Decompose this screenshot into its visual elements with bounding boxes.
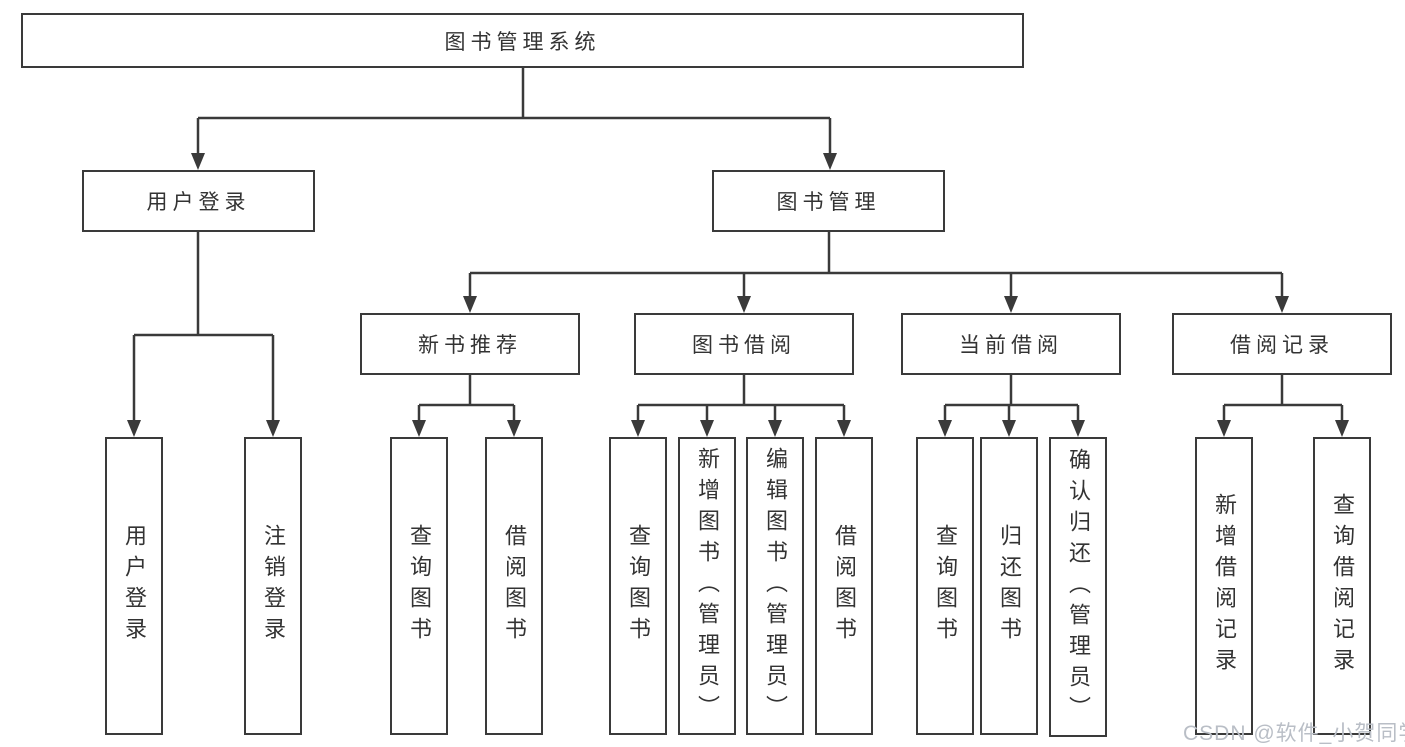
- node-leaf-query-book-3: 查询图书: [916, 437, 974, 735]
- node-book-borrow: 图书借阅: [634, 313, 854, 375]
- node-leaf-confirm-return-admin: 确认归还（管理员）: [1049, 437, 1107, 737]
- node-leaf-borrow-book-1: 借阅图书: [485, 437, 543, 735]
- node-leaf-add-borrow-record: 新增借阅记录: [1195, 437, 1253, 735]
- node-leaf-borrow-book-2: 借阅图书: [815, 437, 873, 735]
- csdn-watermark: CSDN @软件_小贺同学: [1183, 722, 1405, 745]
- node-leaf-add-book-admin: 新增图书（管理员）: [678, 437, 736, 735]
- node-current-borrow: 当前借阅: [901, 313, 1121, 375]
- node-borrow-record: 借阅记录: [1172, 313, 1392, 375]
- node-leaf-query-book-2: 查询图书: [609, 437, 667, 735]
- connector-path: [132, 68, 1344, 423]
- node-leaf-logout: 注销登录: [244, 437, 302, 735]
- node-user-login: 用户登录: [82, 170, 315, 232]
- node-book-management: 图书管理: [712, 170, 945, 232]
- node-new-book-recommend: 新书推荐: [360, 313, 580, 375]
- node-leaf-query-book-1: 查询图书: [390, 437, 448, 735]
- node-leaf-query-borrow-record: 查询借阅记录: [1313, 437, 1371, 735]
- node-leaf-edit-book-admin: 编辑图书（管理员）: [746, 437, 804, 735]
- node-leaf-user-login: 用户登录: [105, 437, 163, 735]
- node-root-system: 图书管理系统: [21, 13, 1024, 68]
- node-leaf-return-book: 归还图书: [980, 437, 1038, 735]
